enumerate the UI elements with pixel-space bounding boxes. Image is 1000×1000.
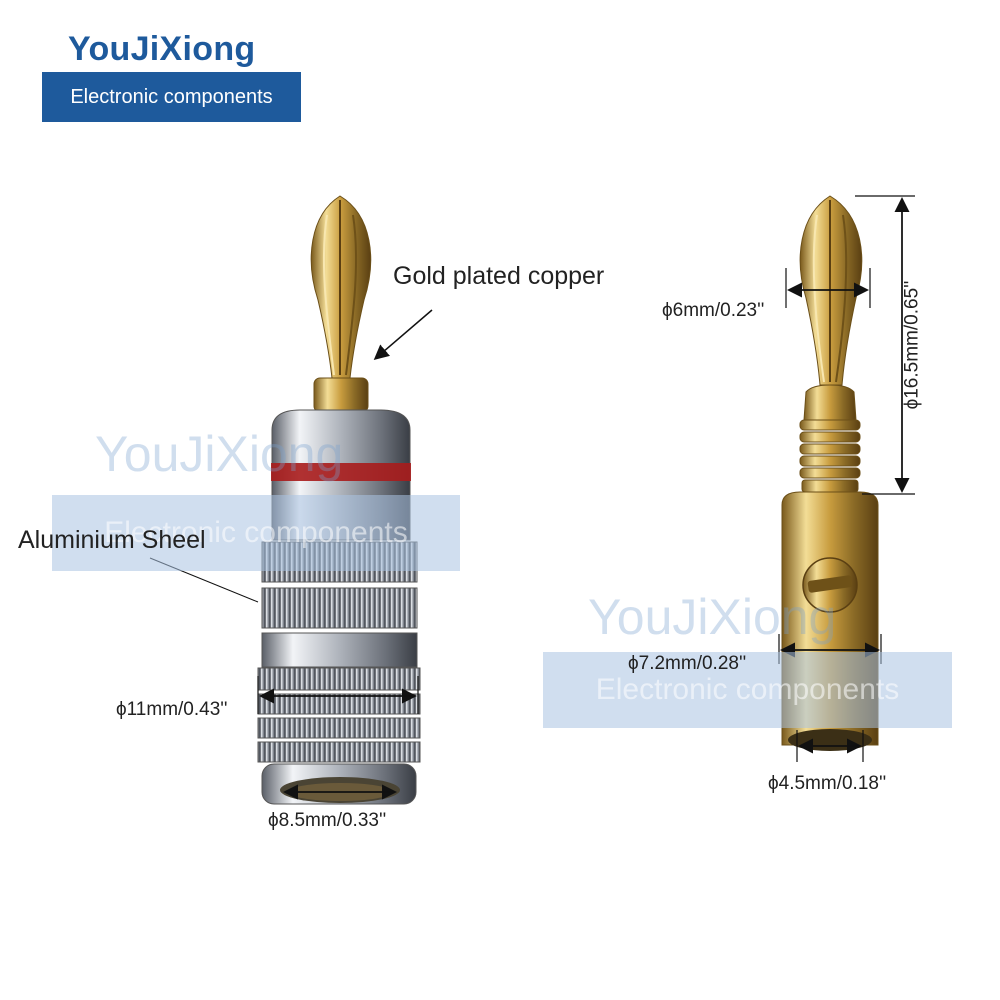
watermark-title: YouJiXiong [95,426,344,482]
dimension-inner-diameter: ϕ8.5mm/0.33'' [268,810,387,831]
dimension-tip-diameter: ϕ6mm/0.23'' [662,300,765,321]
dimension-hole-diameter: ϕ4.5mm/0.18'' [768,773,887,794]
callout-gold-plated-copper: Gold plated copper [393,262,605,290]
dimension-outer-diameter: ϕ11mm/0.43'' [116,699,228,720]
dimension-length: ϕ16.5mm/0.65'' [901,280,923,410]
watermark-band: Electronic components [543,652,952,728]
brand-title: YouJiXiong [68,30,256,68]
dimension-body-diameter: ϕ7.2mm/0.28'' [628,653,747,674]
watermark-title: YouJiXiong [588,589,837,645]
brand-subtitle-bar: Electronic components [42,72,301,122]
right-annotations [778,195,915,762]
left-annotations [149,309,433,800]
callout-aluminium-shell: Aluminium Sheel [18,526,206,554]
watermark-band: Electronic components [52,495,460,571]
red-ring-icon [271,463,411,481]
